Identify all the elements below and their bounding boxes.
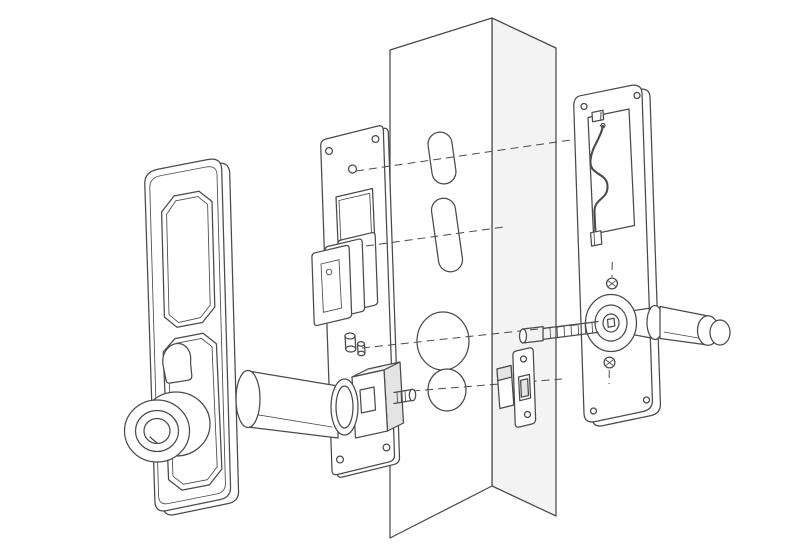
- mortise-corner-screw-holes: [324, 134, 391, 464]
- door-cylinder-bore: [416, 311, 470, 371]
- exterior-escutcheon-plate: [123, 158, 240, 516]
- interior-corner-screw-holes: [580, 91, 651, 415]
- block-square-hole: [359, 386, 377, 414]
- spindle-rod: [518, 320, 599, 344]
- interior-end-knob: [709, 319, 731, 346]
- wire-cable: [589, 124, 609, 234]
- latch-faceplate-window: [517, 373, 532, 402]
- latch-bolt-assembly: [496, 347, 537, 428]
- cylinder-collar: [123, 391, 211, 463]
- mortise-top-pilot-hole: [347, 164, 358, 174]
- latch-screw-hole-top: [519, 355, 528, 363]
- rosette-ring: [594, 304, 628, 342]
- exterior-rose-collar-inner: [335, 385, 354, 429]
- latch-bolt-in-window: [519, 378, 530, 398]
- reader-module-stack: [311, 232, 379, 327]
- centerline-lower-bore: [365, 226, 505, 247]
- door-upper-thru-slot: [427, 131, 457, 185]
- spring-cage-block: [351, 361, 405, 439]
- collar-ring: [134, 409, 180, 453]
- centerline-upper-bore: [355, 133, 613, 172]
- door-slab: [389, 17, 557, 539]
- display-panel-bevel-inner: [166, 196, 211, 324]
- exterior-rose-collar: [330, 378, 359, 436]
- interior-escutcheon-plate: [573, 84, 662, 427]
- keyway-notch: [149, 436, 158, 444]
- threaded-shaft: [542, 320, 599, 341]
- wiring-harness: [589, 122, 609, 247]
- threaded-stud: [393, 388, 417, 405]
- exterior-grip: [247, 370, 339, 439]
- display-panel-bevel-outer: [160, 190, 216, 328]
- latch-bolt-head: [496, 364, 513, 382]
- exterior-lever-handle: [235, 361, 417, 439]
- rosette-boss: [602, 313, 620, 333]
- hub-rosette: [584, 293, 638, 353]
- screw-posts: [600, 111, 619, 385]
- door-spindle-bore: [427, 368, 467, 412]
- collar-face: [123, 399, 191, 463]
- module-front-slot: [320, 259, 342, 313]
- guide-pins: [344, 332, 366, 357]
- interior-plate-face: [573, 84, 654, 423]
- module-front-hole: [325, 268, 333, 276]
- interior-grip-contour: [663, 331, 705, 340]
- door-side-face: [491, 17, 557, 517]
- wire-connector: [589, 230, 603, 247]
- battery-panel: [587, 108, 636, 235]
- battery-panel-notch: [591, 109, 605, 123]
- exterior-grip-end-cap: [235, 369, 261, 429]
- exterior-grip-contour: [252, 413, 333, 428]
- interior-lever-handle: [633, 304, 731, 346]
- rosette-square-hole: [606, 317, 616, 328]
- door-front-face: [389, 17, 493, 539]
- thumbturn-cutout: [162, 342, 193, 384]
- latch-screw-hole-bottom: [523, 410, 532, 419]
- exterior-plate-inner-border: [149, 166, 226, 505]
- module-plate-front: [311, 244, 353, 327]
